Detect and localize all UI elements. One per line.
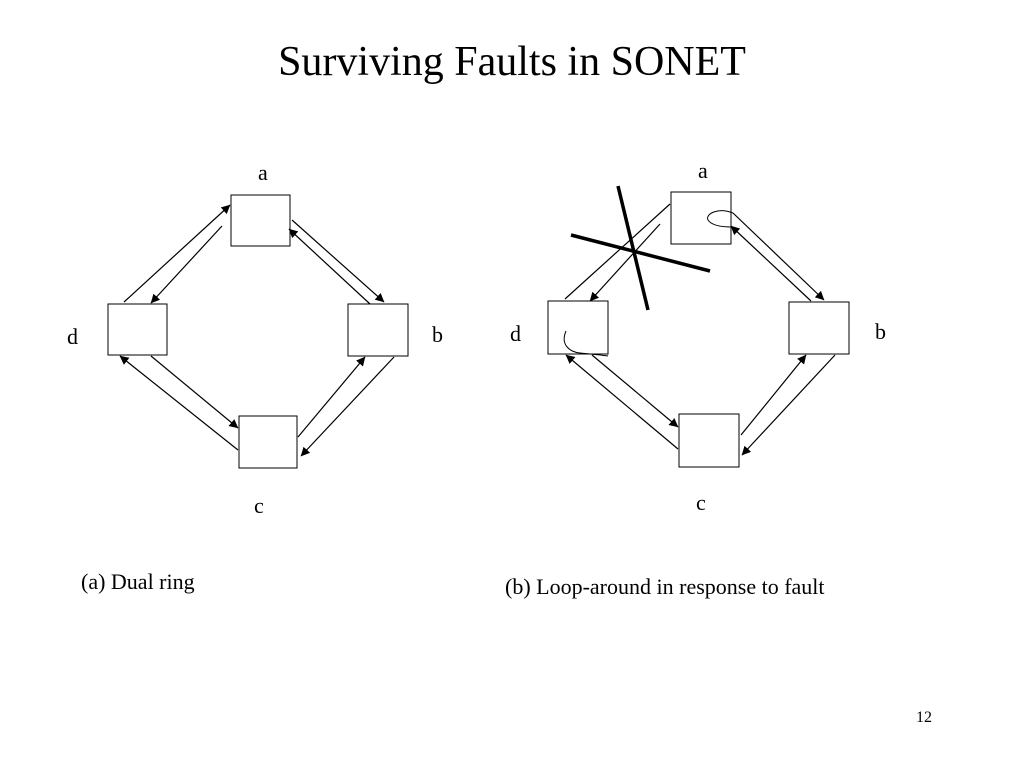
page-number: 12 [916,709,932,726]
link-b-to-a-arrow [730,225,812,302]
link-d-to-a [564,203,671,300]
link-d-to-c-arrow [591,354,679,428]
node-a-label: a [698,158,708,183]
node-b-label: b [432,322,443,347]
node-c-box [238,415,298,469]
node-c-label: c [696,490,706,515]
node-d-label: d [510,321,521,346]
loop-around-diagram [547,185,850,468]
slide-title: Surviving Faults in SONET [278,39,746,85]
fault-cross-mark [616,185,650,311]
node-d-box [107,303,168,356]
link-d-to-c-arrow [150,355,239,429]
node-b-box [788,301,850,355]
link-b-to-c-arrow [300,356,395,457]
link-c-to-b-arrow [740,354,807,436]
link-d-to-a-arrow [123,204,231,303]
node-c-box [678,413,740,468]
node-a-box [670,191,732,245]
loop-around-at-a [707,210,734,228]
link-b-to-a-arrow [288,228,371,305]
link-a-to-d-arrow [150,225,223,304]
link-b-to-c-arrow [741,354,836,456]
node-b-box [347,303,409,357]
link-a-to-d-arrow [589,223,661,302]
loop-around-at-d [563,330,609,357]
link-c-to-b-arrow [297,356,366,438]
link-c-to-d-arrow [565,354,679,450]
link-a-to-b-arrow [732,212,825,301]
node-a-box [230,194,291,247]
node-d-label: d [67,324,78,349]
node-b-label: b [875,319,886,344]
caption-dual-ring: (a) Dual ring [81,569,195,594]
node-a-label: a [258,160,268,185]
node-d-box [547,300,609,355]
dual-ring-diagram [107,194,409,469]
caption-loop-around: (b) Loop-around in response to fault [505,574,825,599]
fault-cross-mark [570,233,711,273]
link-a-to-b-arrow [291,219,385,303]
link-c-to-d-arrow [119,355,239,451]
node-c-label: c [254,493,264,518]
